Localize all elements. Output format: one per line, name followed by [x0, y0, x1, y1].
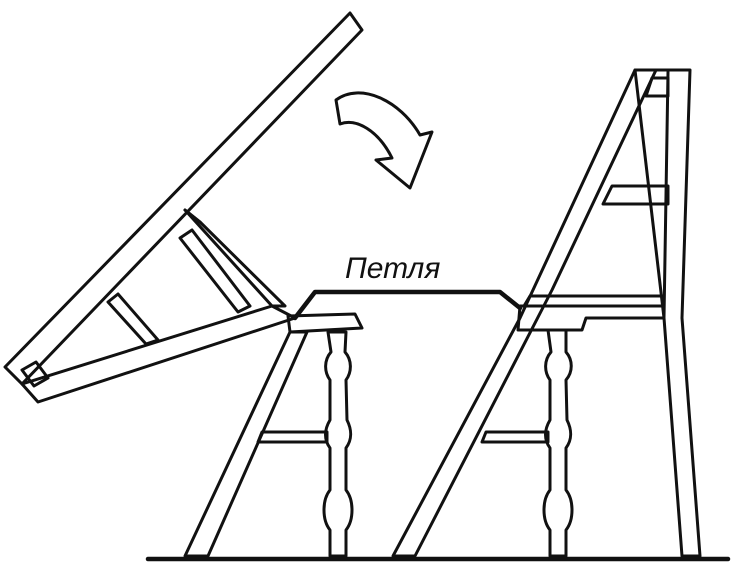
- back-frame-inner-rail: [20, 304, 297, 404]
- back-frame-corner: [20, 360, 50, 388]
- left-stool-slanted-leg: [183, 330, 309, 558]
- right-chair: [391, 68, 702, 558]
- hinge-line: [292, 289, 523, 321]
- hinge-label: Петля: [345, 252, 440, 285]
- right-chair-rung-upper: [601, 184, 670, 206]
- right-chair-turned-leg: [542, 328, 574, 558]
- hinge: Петля: [292, 252, 523, 321]
- left-stool-stretcher: [256, 430, 329, 444]
- left-stool-turned-leg: [322, 330, 354, 558]
- right-chair-stretcher: [480, 430, 550, 444]
- left-stool-seat: [286, 312, 364, 334]
- back-frame-outer-rail: [3, 11, 364, 386]
- curved-arrow-icon: [334, 91, 434, 190]
- right-chair-ladder-rail: [391, 68, 658, 558]
- right-chair-top-rung: [644, 76, 670, 98]
- back-frame-rung-1: [178, 228, 252, 314]
- folding-back-frame: [3, 11, 364, 404]
- left-stool: [183, 312, 364, 558]
- right-chair-seat: [516, 304, 666, 332]
- back-frame-diagonal: [183, 208, 287, 308]
- back-frame-rung-2: [106, 292, 160, 346]
